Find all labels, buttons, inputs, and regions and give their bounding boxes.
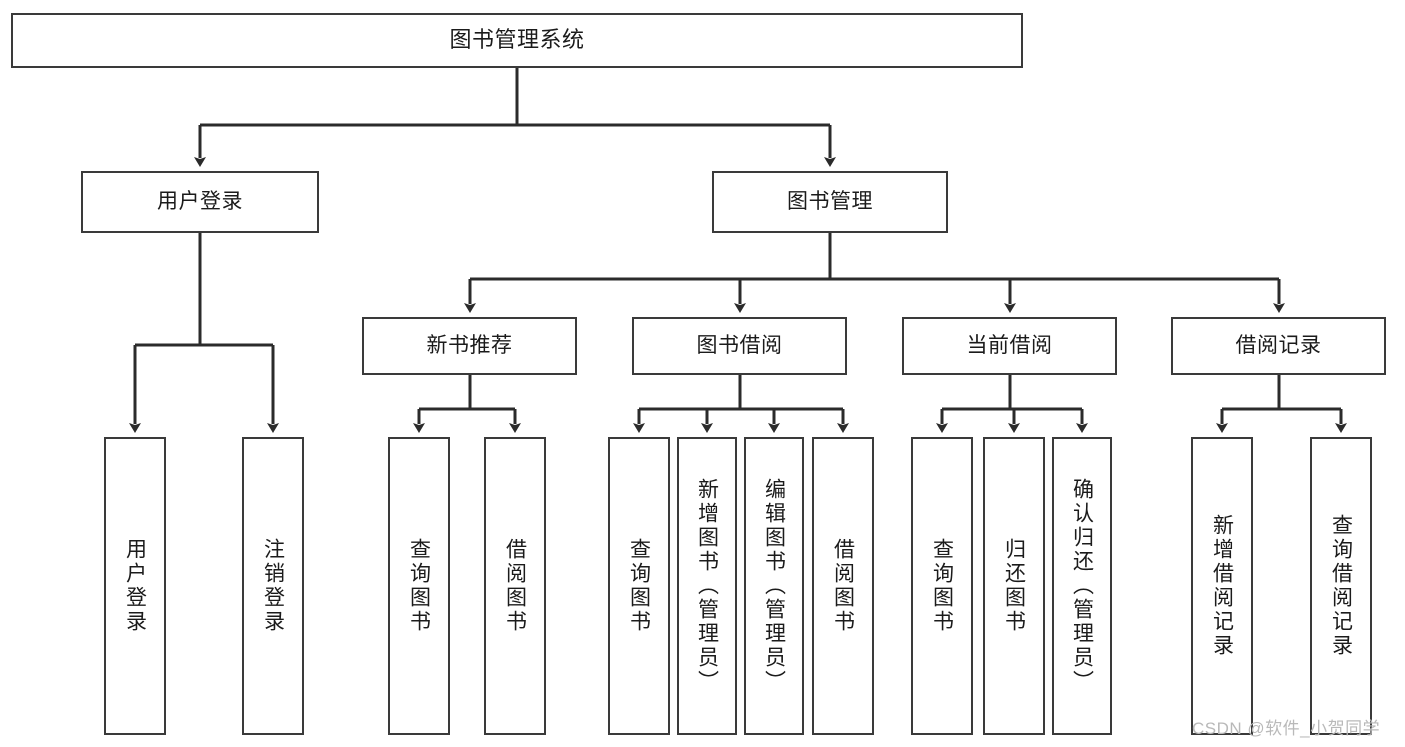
leaf-query-book-current[interactable]: 查询图书 — [911, 437, 973, 735]
leaf-query-book-recommend-label: 查询图书 — [407, 538, 431, 634]
leaf-query-book-recommend[interactable]: 查询图书 — [388, 437, 450, 735]
leaf-query-book-borrow-label: 查询图书 — [627, 538, 651, 634]
leaf-query-book-borrow[interactable]: 查询图书 — [608, 437, 670, 735]
node-root-label: 图书管理系统 — [449, 27, 585, 53]
node-borrow-records-label: 借阅记录 — [1235, 334, 1322, 358]
leaf-user-login-label: 用户登录 — [123, 538, 147, 634]
leaf-add-book-admin[interactable]: 新增图书（管理员） — [677, 437, 737, 735]
node-book-borrow-label: 图书借阅 — [696, 334, 783, 358]
leaf-add-borrow-record-label: 新增借阅记录 — [1210, 514, 1234, 658]
leaf-borrow-book-recommend[interactable]: 借阅图书 — [484, 437, 546, 735]
node-new-book-recommend-label: 新书推荐 — [426, 334, 513, 358]
leaf-user-login[interactable]: 用户登录 — [104, 437, 166, 735]
leaf-query-book-current-label: 查询图书 — [930, 538, 954, 634]
leaf-edit-book-admin-label: 编辑图书（管理员） — [762, 478, 786, 694]
node-current-borrow[interactable]: 当前借阅 — [902, 317, 1117, 375]
leaf-query-borrow-record[interactable]: 查询借阅记录 — [1310, 437, 1372, 735]
node-new-book-recommend[interactable]: 新书推荐 — [362, 317, 577, 375]
node-root[interactable]: 图书管理系统 — [11, 13, 1023, 68]
node-user-login-label: 用户登录 — [157, 190, 243, 214]
node-user-login[interactable]: 用户登录 — [81, 171, 319, 233]
node-book-management[interactable]: 图书管理 — [712, 171, 948, 233]
leaf-return-book[interactable]: 归还图书 — [983, 437, 1045, 735]
csdn-watermark: CSDN @软件_小贺同学 — [1192, 719, 1381, 738]
leaf-add-borrow-record[interactable]: 新增借阅记录 — [1191, 437, 1253, 735]
leaf-edit-book-admin[interactable]: 编辑图书（管理员） — [744, 437, 804, 735]
leaf-borrow-book-label: 借阅图书 — [831, 538, 855, 634]
node-book-borrow[interactable]: 图书借阅 — [632, 317, 847, 375]
node-current-borrow-label: 当前借阅 — [966, 334, 1053, 358]
leaf-return-book-label: 归还图书 — [1002, 538, 1026, 634]
node-borrow-records[interactable]: 借阅记录 — [1171, 317, 1386, 375]
leaf-confirm-return-admin[interactable]: 确认归还（管理员） — [1052, 437, 1112, 735]
leaf-logout[interactable]: 注销登录 — [242, 437, 304, 735]
leaf-borrow-book-recommend-label: 借阅图书 — [503, 538, 527, 634]
leaf-borrow-book[interactable]: 借阅图书 — [812, 437, 874, 735]
leaf-confirm-return-admin-label: 确认归还（管理员） — [1070, 478, 1094, 694]
node-book-management-label: 图书管理 — [787, 190, 873, 214]
leaf-logout-label: 注销登录 — [261, 538, 285, 634]
leaf-query-borrow-record-label: 查询借阅记录 — [1329, 514, 1353, 658]
leaf-add-book-admin-label: 新增图书（管理员） — [695, 478, 719, 694]
